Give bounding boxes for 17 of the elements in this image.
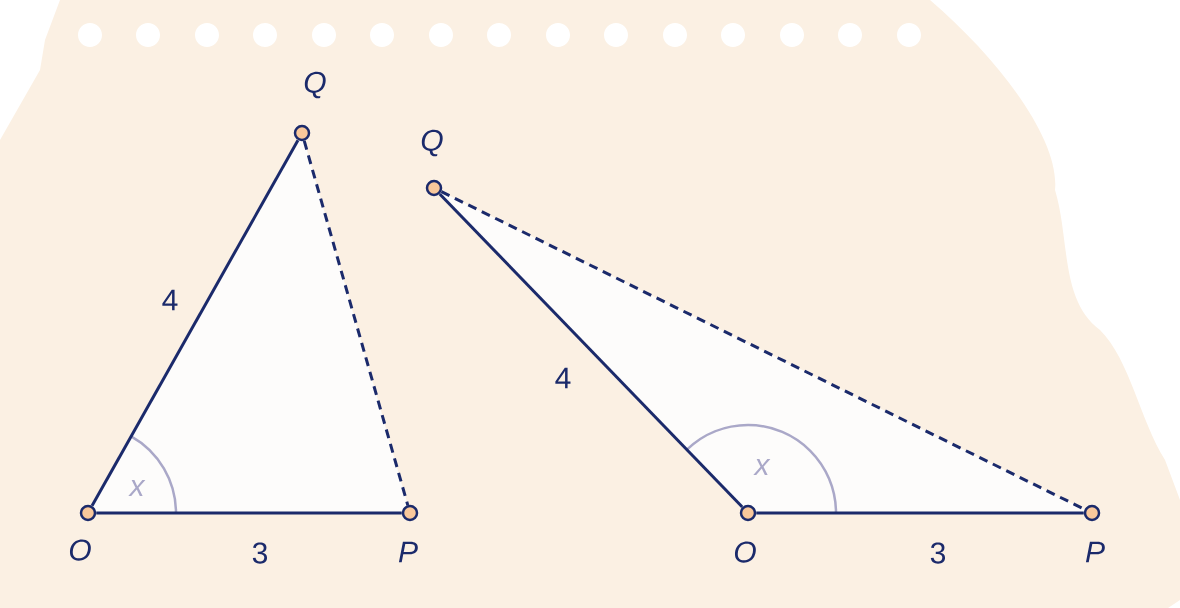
point-label: Q <box>421 129 443 157</box>
line-segment <box>302 140 410 506</box>
line-segment <box>756 511 1084 515</box>
line-segment <box>90 139 300 507</box>
edge-label: 4 <box>162 289 178 311</box>
point-label: P <box>398 541 418 563</box>
point-label: Q <box>304 71 326 99</box>
point-label: O <box>734 541 756 563</box>
angle-label: x <box>753 459 771 475</box>
point-label: P <box>1085 541 1105 563</box>
edge-label: 3 <box>252 542 268 564</box>
angle-label: x <box>128 480 146 496</box>
edge-label: 3 <box>930 542 946 564</box>
edge-label: 4 <box>555 367 571 389</box>
point-label: O <box>69 539 91 561</box>
line-segment <box>96 511 402 515</box>
line-segment <box>438 192 744 509</box>
